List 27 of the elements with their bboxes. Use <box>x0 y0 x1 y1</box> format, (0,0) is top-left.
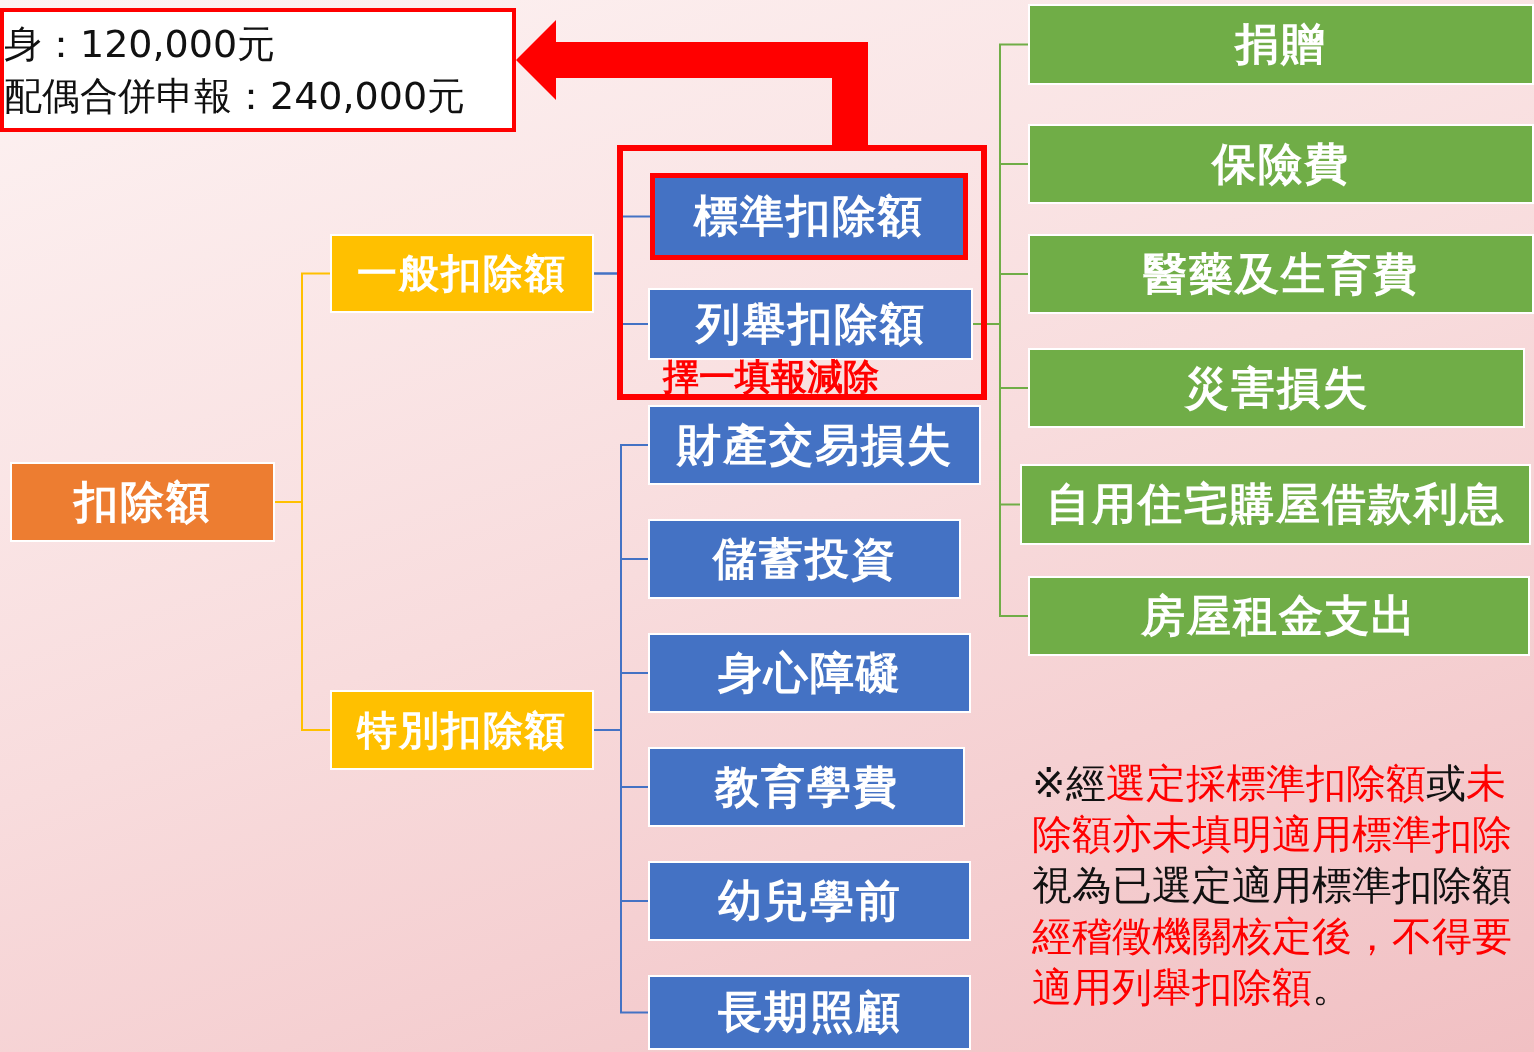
item-box: 長期照顧 <box>648 975 971 1050</box>
category-box: 一般扣除額 <box>330 234 594 313</box>
choice-frame <box>617 145 987 400</box>
item-box: 教育學費 <box>648 747 965 827</box>
item-box: 列舉扣除額 <box>648 288 973 360</box>
item-box: 捐贈 <box>1028 4 1534 85</box>
connector-line <box>972 323 1029 617</box>
item-box: 幼兒學前 <box>648 861 971 941</box>
item-box: 自用住宅購屋借款利息 <box>1020 464 1531 545</box>
item-box: 醫藥及生育費 <box>1028 234 1534 314</box>
item-box: 財產交易損失 <box>648 405 981 485</box>
note-text: ※經選定採標準扣除額或未除額亦未填明適用標準扣除 視為已選定適用標準扣除額 經稽徵機關核定後，不得要適用列舉扣除額。 <box>1032 759 1513 1012</box>
connector-line <box>274 501 331 731</box>
amount-text: 身：120,000元 <box>4 21 277 68</box>
highlighted-item-box: 標準扣除額 <box>650 173 968 260</box>
amount-box <box>0 8 516 132</box>
item-box: 災害損失 <box>1028 348 1525 428</box>
arrow <box>516 20 868 145</box>
category-box: 扣除額 <box>10 462 275 542</box>
item-box: 保險費 <box>1028 124 1534 204</box>
connector-line <box>593 729 649 1014</box>
item-box: 身心障礙 <box>648 633 971 713</box>
amount-text: 配偶合併申報：240,000元 <box>4 73 467 120</box>
item-box: 房屋租金支出 <box>1028 576 1530 656</box>
frame-label: 擇一填報減除 <box>663 358 879 396</box>
item-box: 儲蓄投資 <box>648 519 961 599</box>
category-box: 特別扣除額 <box>330 690 594 770</box>
